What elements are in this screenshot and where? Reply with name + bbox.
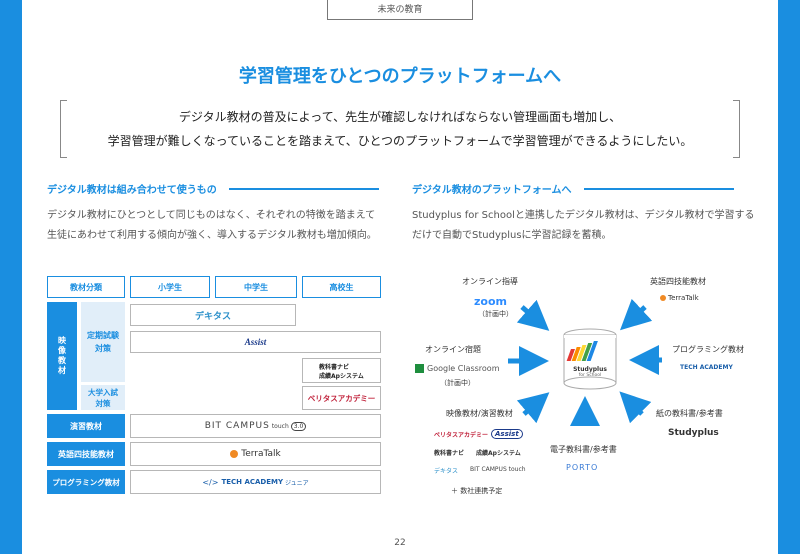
techacademy-icon: </> (202, 477, 219, 487)
gc-plan: （計画中） (440, 379, 475, 387)
logo-box-assist: Assist (130, 331, 381, 353)
row-entrance: 大学入試対策 (81, 385, 125, 410)
label-homework: オンライン宿題 (425, 345, 481, 354)
label-ebook: 電子教科書/参考書 (550, 445, 617, 454)
right-heading-rule (583, 187, 734, 190)
logo-box-bitcampus: BIT CAMPUS touch 3.0 (130, 414, 381, 438)
mini-ap: 成績Apシステム (476, 450, 521, 457)
lead-text: デジタル教材の普及によって、先生が確認しなければならない管理画面も増加し、 学習… (60, 100, 740, 158)
logo-box-techacademy: </> TECH ACADEMY ジュニア (130, 470, 381, 494)
right-edge-bar (778, 0, 800, 554)
logo-box-terratalk: TerraTalk (130, 442, 381, 466)
studyplus-center: Studyplus for School (560, 327, 620, 391)
zoom-plan: （計画中） (478, 310, 513, 318)
bitcampus-logo: BIT CAMPUS (204, 421, 270, 431)
porto-logo: PORTO (566, 463, 599, 472)
label-video: 映像教材/演習教材 (446, 409, 513, 418)
th-high: 高校生 (302, 276, 381, 298)
device-icon (563, 328, 617, 390)
gc-logo-wrap: Google Classroom (415, 364, 500, 373)
terratalk-mini-icon (660, 295, 666, 301)
mini-assist: Assist (491, 429, 523, 439)
navi-logo: 教科書ナビ (319, 363, 350, 371)
lead-line-2: 学習管理が難しくなっていることを踏まえて、ひとつのプラットフォームで学習管理がで… (107, 134, 693, 148)
terratalk-icon (230, 450, 239, 458)
label-english: 英語四技能教材 (650, 277, 706, 286)
th-elementary: 小学生 (130, 276, 210, 298)
mini-navi: 教科書ナビ (434, 450, 465, 457)
left-desc-2: 生徒にあわせて利用する傾向が強く、導入するデジタル教材も増加傾向。 (47, 230, 377, 241)
terratalk-mini-wrap: TerraTalk (660, 294, 699, 302)
label-more: ＋ 数社連携予定 (451, 487, 503, 495)
right-heading-text: デジタル教材のプラットフォームへ (412, 185, 572, 196)
logo-box-dekitasu: デキタス (130, 304, 296, 326)
techacademy-logo: TECH ACADEMY (221, 478, 284, 486)
th-middle: 中学生 (215, 276, 297, 298)
arrow-english (620, 298, 653, 331)
terratalk-logo: TerraTalk (241, 449, 281, 459)
label-online: オンライン指導 (462, 277, 518, 286)
page-number: 22 (394, 538, 406, 548)
left-desc: デジタル教材にひとつとして同じものはなく、それぞれの特徴を踏まえて 生徒にあわせ… (47, 206, 377, 246)
label-prog: プログラミング教材 (672, 345, 744, 354)
bitcampus-sub: touch (271, 422, 289, 430)
right-desc: Studyplus for Schoolと連携したデジタル教材は、デジタル教材で… (412, 206, 754, 246)
zoom-logo: zoom (474, 295, 507, 308)
row-drill: 演習教材 (47, 414, 125, 438)
center-sublabel: for School (578, 373, 602, 378)
logo-box-navi: 教科書ナビ 成績Apシステム (302, 358, 381, 383)
techacademy-mini-logo: TECH ACADEMY (680, 364, 733, 371)
page-title: 学習管理をひとつのプラットフォームへ (238, 66, 562, 87)
center-label: Studyplus (573, 366, 607, 373)
th-category: 教材分類 (47, 276, 125, 298)
mini-dekitasu: デキタス (434, 468, 459, 475)
arrow-video (516, 392, 550, 424)
techacademy-sub: ジュニア (285, 479, 309, 487)
studyplus-logo: Studyplus (668, 428, 719, 438)
label-paper: 紙の教科書/参考書 (656, 409, 723, 418)
terratalk-mini-logo: TerraTalk (668, 294, 699, 302)
veritas-logo: ベリタスアカデミー (307, 393, 376, 403)
left-heading-rule (228, 187, 379, 190)
bracket-right (733, 100, 740, 158)
bracket-left (60, 100, 67, 158)
row-video: 映像教材 (47, 302, 77, 410)
ap-logo: 成績Apシステム (319, 372, 364, 380)
left-edge-bar (0, 0, 22, 554)
right-heading: デジタル教材のプラットフォームへ (412, 181, 734, 196)
arrow-online (516, 299, 550, 331)
left-heading-text: デジタル教材は組み合わせて使うもの (47, 185, 217, 196)
right-desc-1: Studyplus for Schoolと連携したデジタル教材は、デジタル教材で… (412, 210, 755, 221)
gc-logo: Google Classroom (427, 364, 500, 373)
lead-line-1: デジタル教材の普及によって、先生が確認しなければならない管理画面も増加し、 (178, 110, 622, 124)
left-heading: デジタル教材は組み合わせて使うもの (47, 181, 379, 196)
row-english: 英語四技能教材 (47, 442, 125, 466)
mini-veritas: ベリタスアカデミー (434, 432, 489, 439)
right-desc-2: だけで自動でStudyplusに学習記録を蓄積。 (412, 230, 612, 241)
bitcampus-version: 3.0 (290, 421, 307, 431)
left-desc-1: デジタル教材にひとつとして同じものはなく、それぞれの特徴を踏まえて (47, 210, 376, 221)
row-periodic: 定期試験対策 (81, 302, 125, 382)
logo-box-veritas: ベリタスアカデミー (302, 386, 381, 410)
dekitasu-logo: デキタス (194, 311, 231, 322)
assist-logo: Assist (244, 337, 267, 347)
section-tab: 未来の教育 (327, 0, 473, 20)
row-programming: プログラミング教材 (47, 470, 125, 494)
google-classroom-icon (415, 364, 424, 373)
arrow-paper (619, 391, 652, 424)
mini-bitcampus: BIT CAMPUS touch (470, 466, 526, 473)
